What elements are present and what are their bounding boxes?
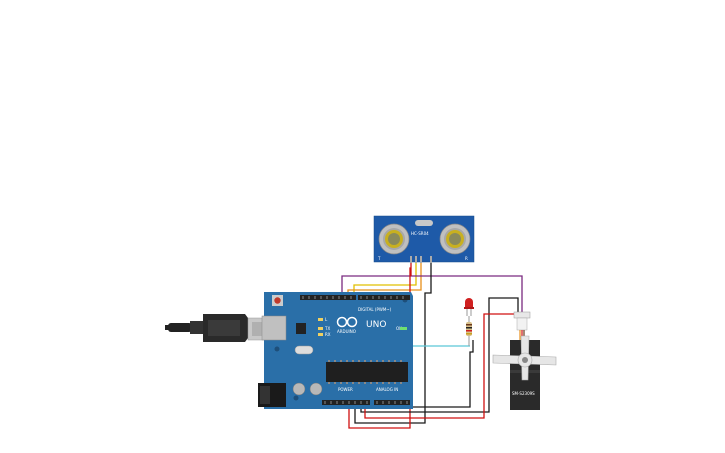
rx-label: RX: [325, 332, 331, 337]
digital-header-label: DIGITAL (PWM~): [358, 307, 392, 312]
arduino-brand: ARDUINO: [337, 329, 356, 334]
arduino-model: UNO: [366, 320, 386, 330]
analog-header[interactable]: [374, 400, 410, 405]
analog-header-label: ANALOG IN: [376, 387, 398, 392]
arduino-logo-icon: [336, 316, 358, 328]
wire-purple[interactable]: [341, 275, 523, 312]
power-header-label: POWER: [338, 387, 353, 392]
wire-black-sensor-gnd[interactable]: [354, 262, 432, 424]
servo-label: SM-S2309S: [512, 391, 535, 396]
power-header[interactable]: [322, 400, 370, 405]
receiver-icon: [439, 223, 471, 255]
sensor-pin-gnd[interactable]: [430, 256, 432, 263]
servo-motor[interactable]: SM-S2309S: [492, 311, 557, 410]
on-label: ON: [396, 326, 402, 331]
sensor-r-label: R: [465, 256, 468, 261]
led[interactable]: [464, 298, 474, 316]
atmega-chip: [326, 362, 408, 382]
l-label: L: [325, 317, 328, 322]
sensor-pin-echo[interactable]: [420, 256, 422, 263]
tx-label: TX: [324, 326, 330, 331]
ultrasonic-sensor[interactable]: HC-SR04 T R: [373, 215, 475, 263]
wire-black-servo-gnd[interactable]: [360, 297, 519, 413]
sensor-t-label: T: [377, 256, 381, 261]
wire-yellow[interactable]: [353, 262, 417, 297]
arduino-uno[interactable]: DIGITAL (PWM~) L TX RX ARDUINO UNO ON: [258, 292, 413, 409]
sensor-label: HC-SR04: [411, 231, 429, 236]
usb-cable: [165, 314, 283, 342]
sensor-pin-trig[interactable]: [415, 256, 417, 263]
transmitter-icon: [378, 223, 410, 255]
sensor-pin-vcc[interactable]: [410, 256, 412, 263]
resistor[interactable]: [466, 316, 472, 346]
